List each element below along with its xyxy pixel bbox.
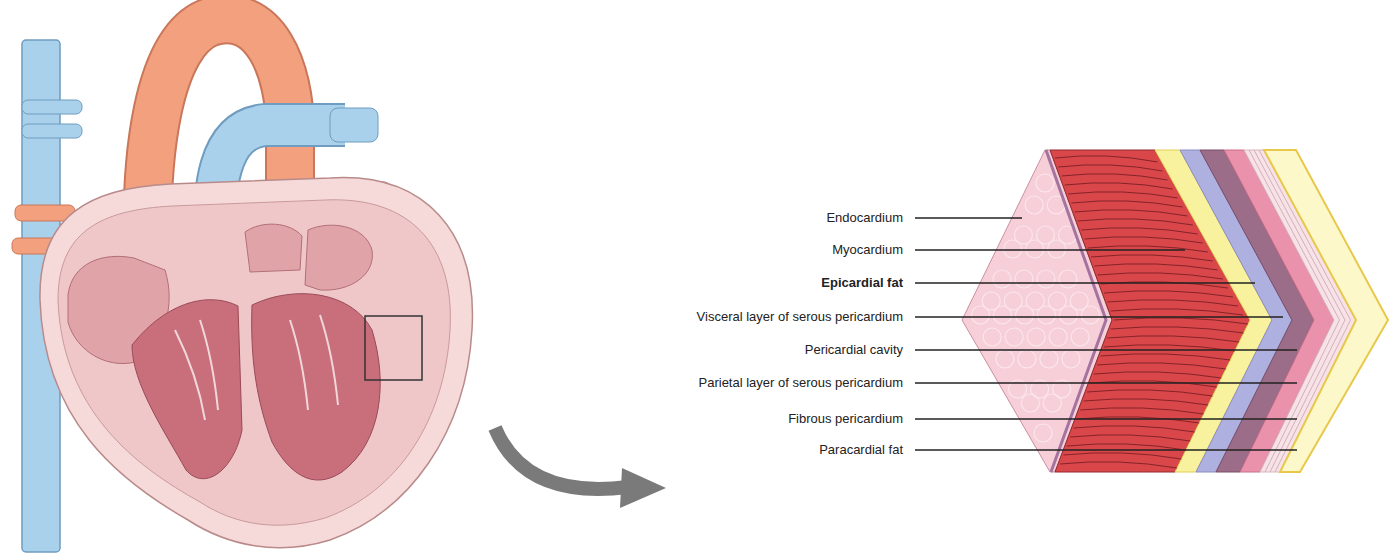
collagen-fibre bbox=[1254, 150, 1345, 472]
muscle-fibre bbox=[1060, 462, 1177, 468]
muscle-fibre bbox=[1065, 183, 1173, 189]
cell-pattern bbox=[983, 328, 1001, 346]
cell-pattern bbox=[971, 306, 989, 324]
muscle-fibre bbox=[1107, 336, 1239, 342]
heart-wall bbox=[40, 178, 473, 548]
left-ventricle bbox=[252, 294, 381, 480]
layer-label: Pericardial cavity bbox=[805, 342, 903, 358]
cell-pattern bbox=[1034, 424, 1052, 442]
pulmonary-artery bbox=[22, 124, 82, 138]
muscle-fibre bbox=[1078, 219, 1193, 225]
cell-pattern bbox=[1062, 350, 1080, 368]
cell-pattern bbox=[1037, 270, 1055, 288]
muscle-fibre bbox=[1111, 309, 1243, 315]
cell-pattern bbox=[1004, 240, 1022, 258]
cell-pattern bbox=[993, 270, 1011, 288]
pulmonary-artery bbox=[22, 100, 82, 114]
cell-pattern bbox=[1027, 328, 1045, 346]
cell-pattern bbox=[993, 306, 1011, 324]
muscle-fibre bbox=[1091, 255, 1213, 261]
muscle-fibre bbox=[1088, 246, 1208, 252]
cell-pattern bbox=[1071, 328, 1089, 346]
muscle-fibre bbox=[1111, 327, 1244, 333]
cell-pattern bbox=[1026, 240, 1044, 258]
layer-label: Endocardium bbox=[826, 210, 903, 226]
leader-line bbox=[915, 316, 1283, 317]
leader-line bbox=[915, 349, 1297, 350]
muscle-fibre bbox=[1068, 192, 1178, 198]
layer-label: Fibrous pericardium bbox=[788, 411, 903, 427]
cell-pattern bbox=[996, 350, 1014, 368]
muscle-fibre bbox=[1084, 237, 1202, 243]
cell-pattern bbox=[1059, 306, 1077, 324]
leader-line bbox=[915, 382, 1297, 383]
collagen-fibre bbox=[1259, 150, 1351, 472]
muscle-fibre bbox=[1090, 381, 1217, 387]
arrow-head bbox=[620, 468, 666, 508]
cell-pattern bbox=[1037, 306, 1055, 324]
pulmonary-artery bbox=[330, 108, 378, 142]
right-ventricle bbox=[132, 300, 242, 479]
leader-line bbox=[915, 449, 1297, 450]
layer-label: Paracardial fat bbox=[819, 442, 903, 458]
muscle-fibre bbox=[1071, 201, 1182, 207]
muscle-fibre bbox=[1074, 426, 1195, 432]
cell-pattern bbox=[1021, 394, 1039, 412]
paracardial-fat-layer bbox=[1264, 150, 1388, 472]
muscle-fibre bbox=[1081, 228, 1198, 234]
cell-pattern bbox=[1025, 196, 1043, 214]
trabeculae bbox=[175, 315, 338, 420]
zoom-box bbox=[365, 316, 422, 380]
muscle-fibre bbox=[1063, 453, 1181, 459]
muscle-fibre bbox=[1087, 390, 1212, 396]
muscle-fibre bbox=[1094, 372, 1222, 378]
muscle-fibre bbox=[1097, 363, 1226, 369]
cell-pattern bbox=[1018, 350, 1036, 368]
cell-pattern bbox=[1005, 328, 1023, 346]
muscle-fibre bbox=[1098, 273, 1223, 279]
muscle-fibre bbox=[1080, 408, 1203, 414]
layer-label: Parietal layer of serous pericardium bbox=[699, 375, 903, 391]
layer-label: Epicardial fat bbox=[821, 275, 903, 291]
cell-pattern bbox=[1059, 270, 1077, 288]
cell-pattern bbox=[1015, 306, 1033, 324]
muscle-fibre bbox=[1114, 318, 1248, 324]
valve bbox=[245, 224, 302, 272]
muscle-fibre bbox=[1067, 444, 1186, 450]
curved-arrow bbox=[495, 428, 628, 489]
leader-line bbox=[915, 217, 1022, 218]
leader-line bbox=[915, 418, 1297, 419]
muscle-fibre bbox=[1061, 174, 1167, 180]
cell-pattern bbox=[1043, 394, 1061, 412]
endothelium bbox=[1046, 150, 1106, 472]
muscle-fibre bbox=[1094, 264, 1218, 270]
muscle-fibre bbox=[1104, 291, 1233, 297]
cell-pattern bbox=[1081, 306, 1099, 324]
layer-label: Myocardium bbox=[832, 242, 903, 258]
myocardium-wall bbox=[58, 200, 450, 525]
leader-line bbox=[915, 249, 1185, 250]
muscle-fibre bbox=[1070, 435, 1190, 441]
muscle-fibre bbox=[1107, 300, 1238, 306]
muscle-fibre bbox=[1058, 165, 1162, 171]
layer-label: Visceral layer of serous pericardium bbox=[697, 309, 903, 325]
cell-pattern bbox=[1048, 240, 1066, 258]
muscle-fibre bbox=[1101, 354, 1231, 360]
cell-pattern bbox=[1036, 174, 1054, 192]
muscle-fibre bbox=[1075, 210, 1188, 216]
muscle-fibre bbox=[1077, 417, 1199, 423]
cell-pattern bbox=[1040, 350, 1058, 368]
leader-line bbox=[915, 282, 1255, 283]
muscle-fibre bbox=[1055, 156, 1158, 162]
left-atrium bbox=[305, 225, 372, 290]
cell-pattern bbox=[1049, 328, 1067, 346]
muscle-fibre bbox=[1084, 399, 1208, 405]
cell-pattern bbox=[1015, 270, 1033, 288]
